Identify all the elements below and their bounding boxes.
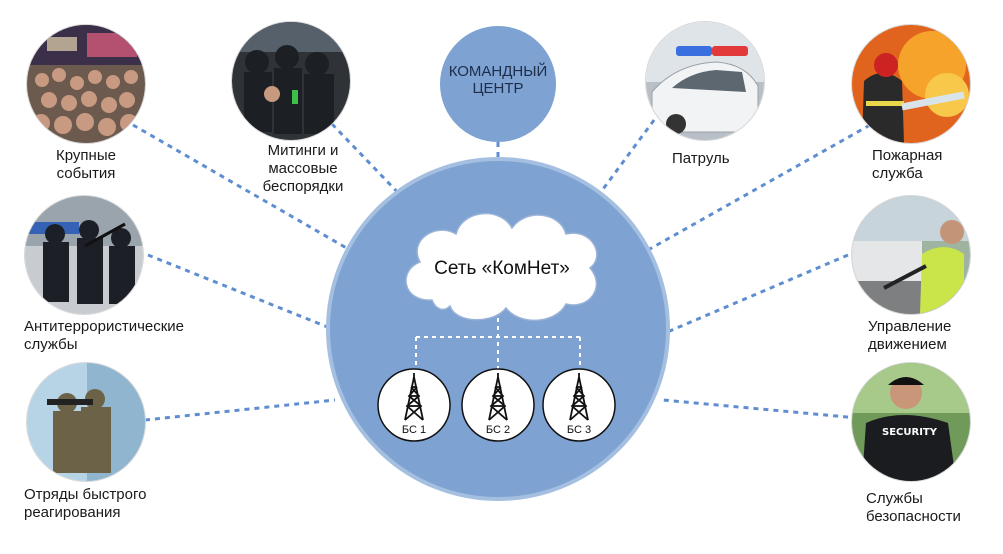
radio-tower-icon: [404, 373, 424, 421]
link-rallies: [330, 122, 407, 202]
security-badge-text: SECURITY: [882, 427, 938, 438]
base-station-3: [542, 368, 616, 442]
command-center-label: КОМАНДНЫЙ ЦЕНТР: [448, 63, 548, 97]
traffic-officer-photo: [852, 196, 970, 314]
base-station-1-label: БС 1: [401, 424, 427, 436]
security-guard-photo: SECURITY: [852, 363, 970, 481]
link-security: [662, 398, 859, 420]
radio-tower-icon: [569, 373, 589, 421]
station-connectors: [415, 318, 581, 372]
base-station-2: [461, 368, 535, 442]
base-stations: [377, 368, 616, 442]
police-car-photo: [646, 22, 764, 140]
label-events: Крупные события: [56, 147, 116, 182]
label-rapid: Отряды быстрого реагирования: [24, 486, 147, 521]
label-fire: Пожарная служба: [872, 147, 943, 182]
link-rapid: [144, 398, 336, 422]
label-patrol: Патруль: [672, 150, 730, 167]
link-traffic: [664, 253, 849, 335]
network-cloud-icon: [405, 212, 598, 321]
link-events: [132, 123, 351, 252]
link-fire: [647, 123, 871, 252]
base-station-2-label: БС 2: [485, 424, 511, 436]
link-patrol: [593, 111, 662, 201]
network-label: Сеть «КомНет»: [434, 258, 570, 279]
label-security: Службы безопасности: [866, 490, 961, 525]
base-station-1: [377, 368, 451, 442]
rapid-response-photo: [27, 363, 145, 481]
riot-police-photo: [232, 22, 350, 140]
label-rallies: Митинги и массовые беспорядки: [262, 142, 344, 195]
command-center-node: [440, 26, 556, 142]
link-antiterror: [147, 253, 336, 332]
crowd-photo: [27, 25, 145, 143]
connector-lines: [132, 111, 871, 422]
label-antiterror: Антитеррористические службы: [24, 318, 185, 353]
label-traffic: Управление движением: [868, 318, 952, 353]
radio-tower-icon: [488, 373, 508, 421]
base-station-3-label: БС 3: [566, 424, 592, 436]
firefighter-photo: [852, 25, 970, 143]
swat-team-photo: [25, 196, 143, 314]
